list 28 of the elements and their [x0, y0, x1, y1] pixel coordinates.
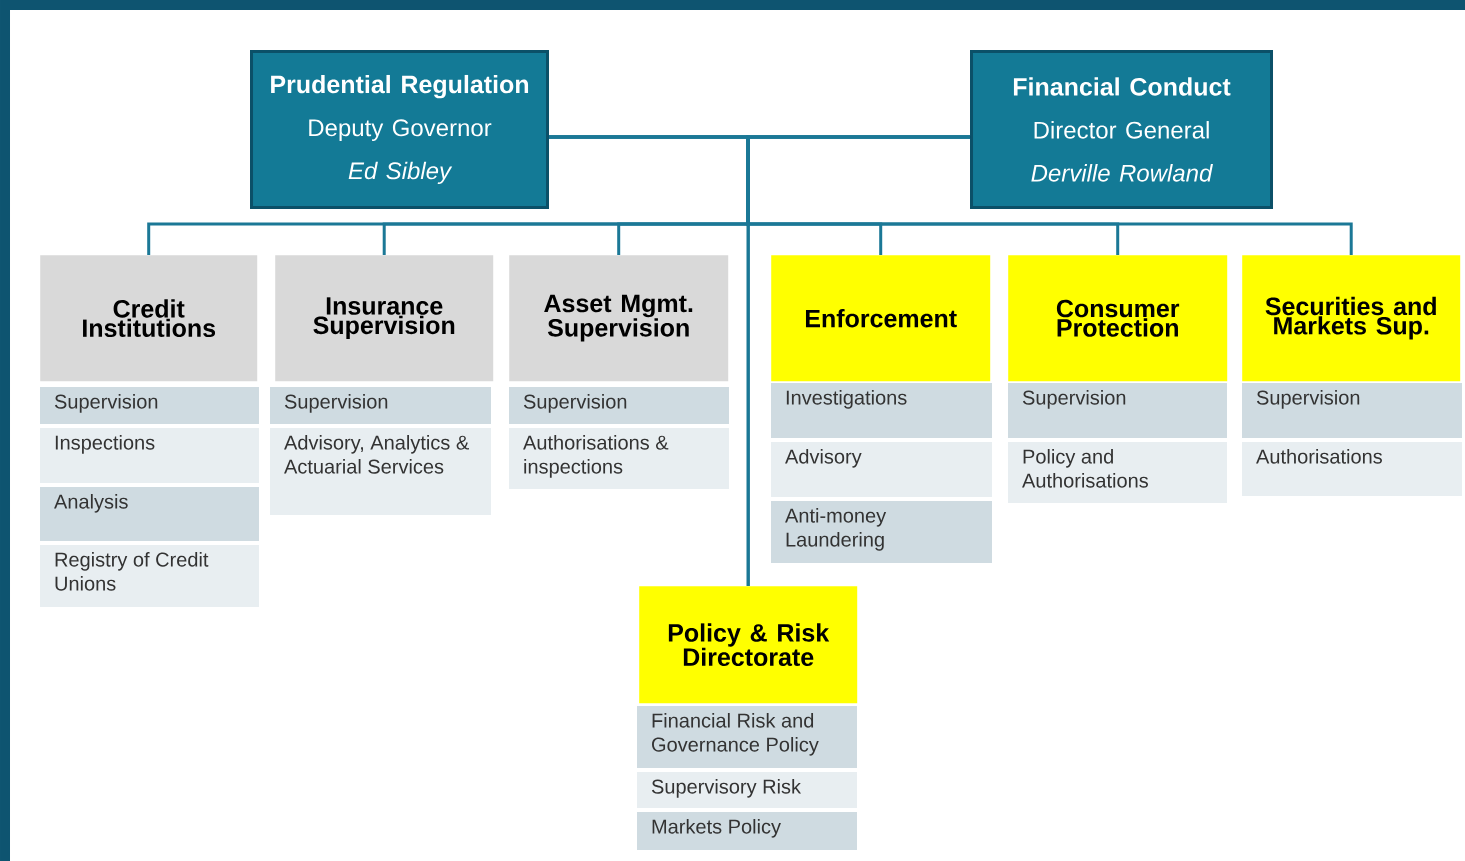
- unit-box: Authorisations & inspections: [509, 428, 729, 489]
- executive-box: Financial Conduct Director General Derville Rowland: [970, 50, 1273, 209]
- unit-box: Investigations: [771, 383, 992, 438]
- department-box: Securities and Markets Sup.: [1242, 255, 1461, 382]
- unit-box: Supervisory Risk: [637, 772, 857, 808]
- executive-box: Prudential Regulation Deputy Governor Ed Sibley: [250, 50, 549, 209]
- department-box: Credit Institutions: [40, 255, 258, 382]
- department-box: Asset Mgmt. Supervision: [509, 255, 729, 382]
- unit-box: Financial Risk and Governance Policy: [637, 706, 857, 768]
- department-box: Consumer Protection: [1008, 255, 1228, 382]
- department-box: Insurance Supervision: [275, 255, 494, 382]
- connector-line: [746, 135, 970, 586]
- unit-box: Anti-money Laundering: [771, 501, 992, 563]
- unit-box: Authorisations: [1242, 442, 1462, 496]
- unit-box: Supervision: [1242, 383, 1462, 438]
- unit-box: Analysis: [40, 487, 259, 541]
- unit-box: Supervision: [509, 387, 729, 424]
- unit-box: Advisory: [771, 442, 992, 497]
- unit-box: Registry of Credit Unions: [40, 545, 259, 607]
- department-box: Enforcement: [771, 255, 991, 382]
- department-box: Policy & Risk Directorate: [639, 586, 858, 704]
- unit-box: Policy and Authorisations: [1008, 442, 1227, 503]
- unit-box: Markets Policy: [637, 812, 857, 850]
- unit-box: Inspections: [40, 428, 259, 483]
- unit-box: Supervision: [1008, 383, 1227, 438]
- unit-box: Supervision: [270, 387, 491, 424]
- unit-box: Advisory, Analytics & Actuarial Services: [270, 428, 491, 515]
- unit-box: Supervision: [40, 387, 259, 424]
